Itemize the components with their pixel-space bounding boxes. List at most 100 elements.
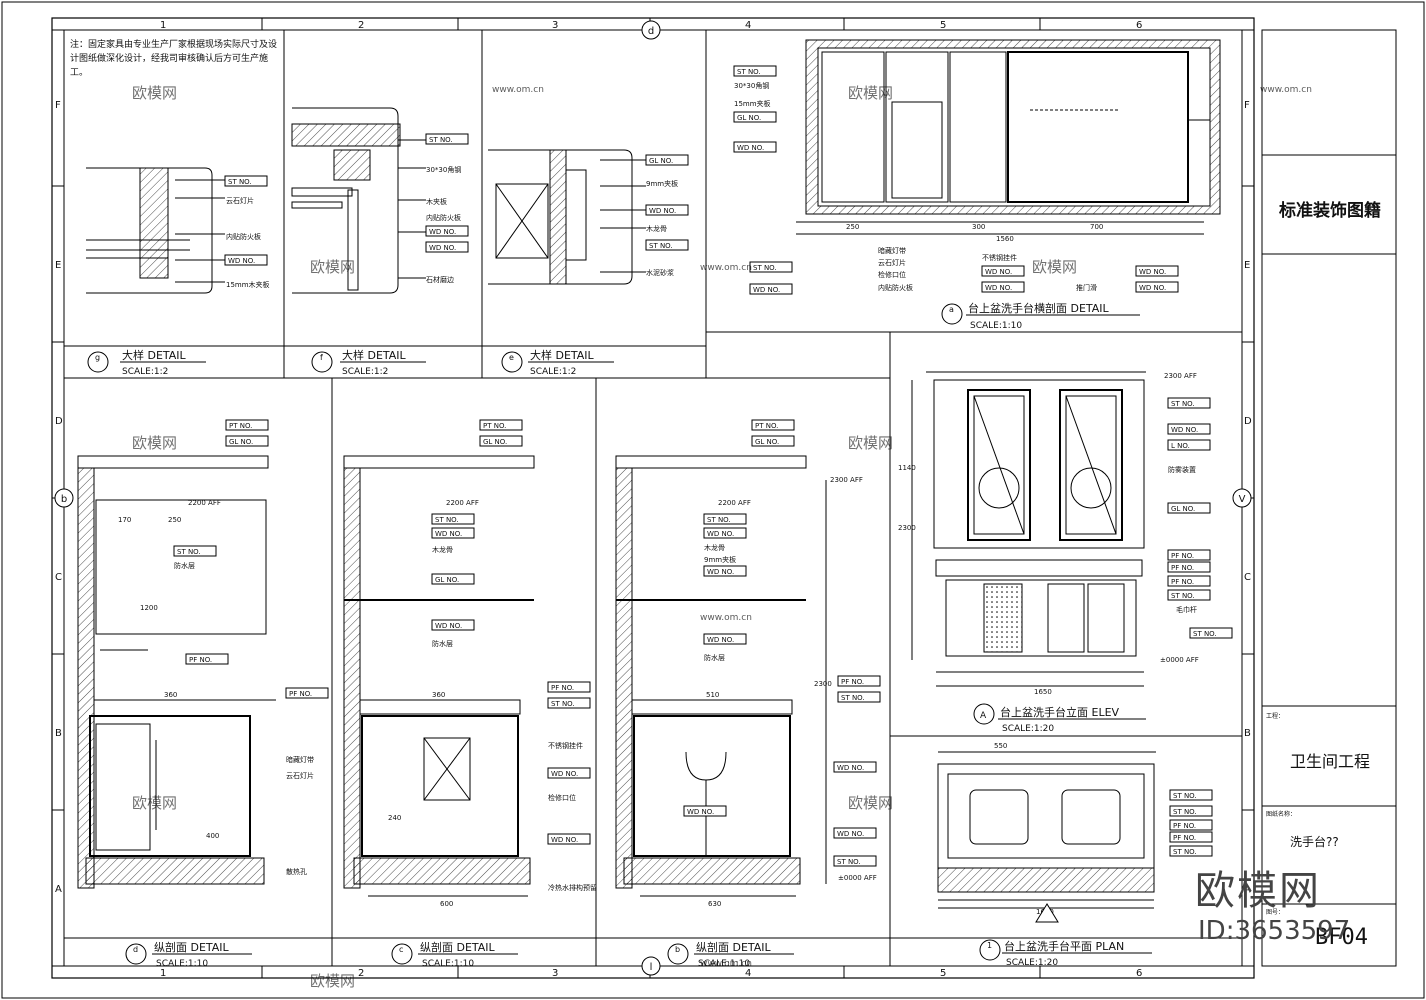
svg-text:WD NO.: WD NO. bbox=[1171, 426, 1198, 434]
row-label-C: C bbox=[55, 572, 62, 583]
watermark-text-2: 欧模网 bbox=[848, 84, 893, 102]
section-d-dim-5: 400 bbox=[206, 832, 219, 840]
row-label-E: E bbox=[55, 260, 61, 271]
detail-f-label-2: 木夹板 bbox=[426, 197, 447, 206]
detail-a-label-8: 推门滑 bbox=[1076, 283, 1097, 292]
svg-text:PF NO.: PF NO. bbox=[289, 690, 312, 698]
elev-A-dim-3: 2300 bbox=[898, 524, 916, 532]
elev-A-label-2: 毛巾杆 bbox=[1176, 605, 1197, 614]
svg-text:GL NO.: GL NO. bbox=[229, 438, 253, 446]
panel-1-tag: 1 bbox=[987, 941, 992, 950]
svg-text:ST NO.: ST NO. bbox=[649, 242, 673, 250]
tb-number-label: 图号： bbox=[1266, 909, 1284, 916]
panel-e-tag-circle bbox=[501, 351, 523, 373]
svg-text:WD NO.: WD NO. bbox=[707, 568, 734, 576]
svg-text:ST NO.: ST NO. bbox=[837, 858, 861, 866]
panel-1-title: 台上盆洗手台平面 PLAN bbox=[1004, 939, 1124, 953]
panel-g-tag-circle bbox=[87, 351, 109, 373]
svg-text:ST NO.: ST NO. bbox=[177, 548, 201, 556]
watermark-text-3: 欧模网 bbox=[310, 258, 355, 276]
svg-text:GL NO.: GL NO. bbox=[1171, 505, 1195, 513]
svg-text:WD NO.: WD NO. bbox=[429, 228, 456, 236]
detail-a-dim-2: 300 bbox=[972, 223, 985, 231]
watermark-text-9: 欧模网 bbox=[310, 972, 355, 990]
elevation-A-drawing bbox=[911, 371, 1146, 687]
section-c-label-2: 防水层 bbox=[432, 639, 453, 648]
svg-text:PF NO.: PF NO. bbox=[1173, 834, 1196, 842]
svg-text:WD NO.: WD NO. bbox=[985, 284, 1012, 292]
svg-text:WD NO.: WD NO. bbox=[228, 257, 255, 265]
axis-label-left: b bbox=[61, 494, 67, 505]
svg-text:PT NO.: PT NO. bbox=[483, 422, 506, 430]
svg-text:ST NO.: ST NO. bbox=[551, 700, 575, 708]
section-b-drawing bbox=[615, 455, 827, 889]
panel-b-tag: b bbox=[675, 945, 680, 954]
section-d-drawing bbox=[77, 455, 276, 889]
detail-e-label-1: 9mm夹板 bbox=[646, 179, 678, 188]
detail-g-label-1: 云石灯片 bbox=[226, 196, 254, 205]
svg-text:PT NO.: PT NO. bbox=[229, 422, 252, 430]
panel-f-title: 大样 DETAIL bbox=[342, 348, 407, 362]
detail-a-label-6: 内贴防火板 bbox=[878, 283, 913, 292]
svg-text:ST NO.: ST NO. bbox=[737, 68, 761, 76]
section-b-label-3: 防水层 bbox=[704, 653, 725, 662]
elev-A-dim-1: 1140 bbox=[898, 464, 916, 472]
plan-dim-1: 550 bbox=[994, 742, 1007, 750]
svg-text:WD NO.: WD NO. bbox=[985, 268, 1012, 276]
svg-text:ST NO.: ST NO. bbox=[435, 516, 459, 524]
panel-e-scale: SCALE:1:2 bbox=[530, 367, 576, 377]
elev-A-dim-2: 1650 bbox=[1034, 688, 1052, 696]
svg-text:WD NO.: WD NO. bbox=[707, 530, 734, 538]
section-c-dim-2: 240 bbox=[388, 814, 401, 822]
detail-f-label-1: 30*30角钢 bbox=[426, 165, 461, 174]
svg-text:ST NO.: ST NO. bbox=[1193, 630, 1217, 638]
detail-a-label-7: 不锈钢挂件 bbox=[982, 253, 1017, 262]
panel-c-scale: SCALE:1:10 bbox=[422, 959, 474, 969]
svg-text:ST NO.: ST NO. bbox=[1173, 792, 1197, 800]
watermark-url-4: www.om.cn bbox=[700, 613, 752, 623]
svg-text:WD NO.: WD NO. bbox=[753, 286, 780, 294]
svg-text:ST NO.: ST NO. bbox=[1171, 400, 1195, 408]
svg-text:ST NO.: ST NO. bbox=[707, 516, 731, 524]
panel-1-scale: SCALE:1:20 bbox=[1006, 958, 1058, 968]
col-label-6-bottom: 6 bbox=[1136, 968, 1142, 979]
axis-marker-right bbox=[1232, 488, 1252, 508]
detail-a-label-5: 检修口位 bbox=[878, 270, 906, 279]
svg-text:WD NO.: WD NO. bbox=[1139, 284, 1166, 292]
watermark-text-6: 欧模网 bbox=[848, 434, 893, 452]
detail-g-label-3: 15mm木夹板 bbox=[226, 280, 270, 289]
svg-text:GL NO.: GL NO. bbox=[737, 114, 761, 122]
axis-label-bottom: l bbox=[650, 962, 653, 973]
panel-d-tag: d bbox=[133, 945, 138, 954]
panel-A-scale: SCALE:1:20 bbox=[1002, 724, 1054, 734]
row-label-D-right: D bbox=[1244, 416, 1252, 427]
panel-1-tag-circle bbox=[979, 939, 1001, 961]
panel-g-tag: g bbox=[95, 353, 100, 362]
panel-e-title: 大样 DETAIL bbox=[530, 348, 595, 362]
svg-text:GL NO.: GL NO. bbox=[483, 438, 507, 446]
title-block-drawing-name: 洗手台?? bbox=[1290, 835, 1339, 849]
axis-marker-top bbox=[641, 20, 661, 40]
panel-d-tag-circle bbox=[125, 943, 147, 965]
detail-a-dim-4: 1560 bbox=[996, 235, 1014, 243]
section-c-label-3: 不锈钢挂件 bbox=[548, 741, 583, 750]
elev-A-aff-1: 2300 AFF bbox=[1164, 372, 1197, 380]
section-arrow-icon bbox=[1035, 903, 1059, 923]
section-b-dim-2: 630 bbox=[708, 900, 721, 908]
section-b-aff-1: 2300 AFF bbox=[830, 476, 863, 484]
section-c-dim-3: 600 bbox=[440, 900, 453, 908]
title-block-project: 卫生间工程 bbox=[1289, 752, 1370, 771]
axis-marker-left bbox=[54, 488, 74, 508]
svg-text:PF NO.: PF NO. bbox=[189, 656, 212, 664]
svg-text:ST NO.: ST NO. bbox=[1173, 848, 1197, 856]
row-label-C-right: C bbox=[1244, 572, 1251, 583]
svg-text:WD NO.: WD NO. bbox=[1139, 268, 1166, 276]
watermark-text-4: 欧模网 bbox=[1032, 258, 1077, 276]
svg-text:ST NO.: ST NO. bbox=[1173, 808, 1197, 816]
watermark-url-5: www.om.cn bbox=[700, 959, 752, 969]
tb-drawing-label: 图纸名称： bbox=[1266, 810, 1296, 818]
panel-a-scale: SCALE:1:10 bbox=[970, 321, 1022, 331]
svg-text:PF NO.: PF NO. bbox=[1171, 564, 1194, 572]
panel-A-tag-circle bbox=[973, 703, 995, 725]
